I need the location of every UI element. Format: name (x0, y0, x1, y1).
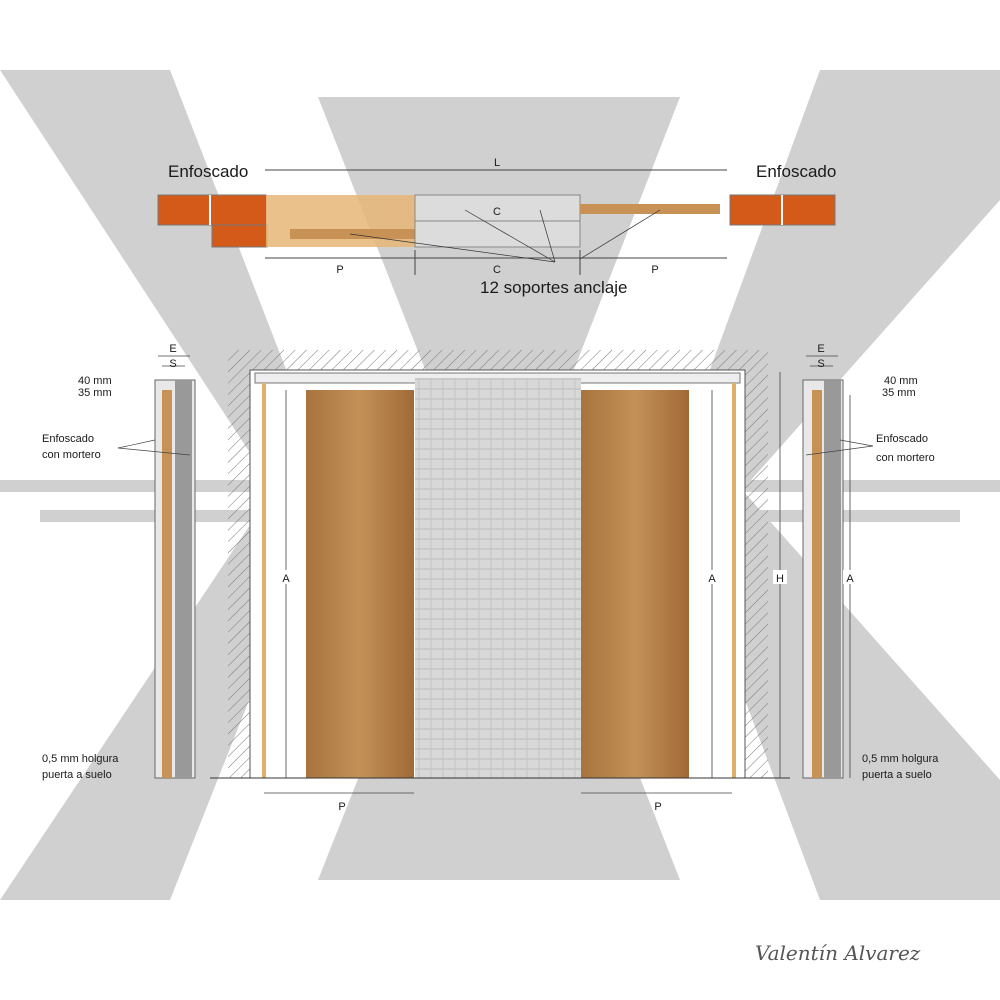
dim-e: E (169, 343, 176, 355)
note-render-2: con mortero (876, 452, 935, 464)
center-glass-door (415, 378, 581, 778)
dim-e: E (817, 343, 824, 355)
dim-h: H (776, 573, 784, 585)
right-section: E S 40 mm 35 mm Enfoscado con mortero A … (802, 343, 939, 781)
note-render-2: con mortero (42, 449, 101, 461)
dim-40mm: 40 mm (884, 375, 918, 387)
label-enfoscado-left: Enfoscado (168, 162, 248, 181)
dim-40mm: 40 mm (78, 375, 112, 387)
dim-p-right: P (651, 264, 658, 276)
left-section: E S 40 mm 35 mm Enfoscado con mortero 0,… (42, 343, 196, 781)
dim-a-right: A (708, 573, 716, 585)
label-anchor-supports: 12 soportes anclaje (480, 278, 627, 297)
left-door-leaf (306, 390, 414, 778)
note-gap-1: 0,5 mm holgura (42, 753, 119, 765)
dim-c-top: C (493, 206, 501, 218)
dim-l: L (494, 157, 500, 169)
right-door-leaf (580, 204, 720, 214)
dim-s: S (169, 358, 176, 370)
note-render-1: Enfoscado (42, 433, 94, 445)
dim-35mm: 35 mm (882, 387, 916, 399)
dim-c-bottom: C (493, 264, 501, 276)
label-enfoscado-right: Enfoscado (756, 162, 836, 181)
dim-s: S (817, 358, 824, 370)
plan-view: L C C P P Enfoscado Enfoscado 12 soporte… (157, 157, 836, 297)
dim-p-left: P (338, 801, 345, 813)
dim-a-left: A (282, 573, 290, 585)
left-wall-brick (157, 194, 268, 248)
dim-p-left: P (336, 264, 343, 276)
note-gap-1: 0,5 mm holgura (862, 753, 939, 765)
right-door-leaf (581, 390, 689, 778)
right-wall-brick (729, 194, 836, 226)
dim-p-right: P (654, 801, 661, 813)
left-pocket (266, 195, 416, 247)
note-gap-2: puerta a suelo (862, 769, 932, 781)
dim-a: A (846, 573, 854, 585)
front-elevation: A A H P P (210, 350, 790, 813)
note-render-1: Enfoscado (876, 433, 928, 445)
signature: Valentín Alvarez (755, 941, 921, 965)
dim-35mm: 35 mm (78, 387, 112, 399)
note-gap-2: puerta a suelo (42, 769, 112, 781)
